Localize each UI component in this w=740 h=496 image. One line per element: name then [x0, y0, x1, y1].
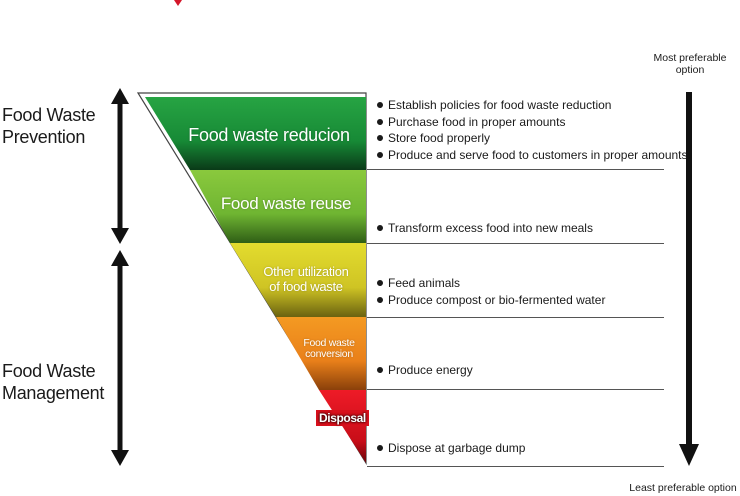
hierarchy-triangle: [136, 92, 367, 466]
most-preferable-label: Most preferable option: [653, 52, 727, 76]
action-item: Transform excess food into new meals: [377, 220, 593, 237]
tier-disposal-label: Disposal: [316, 410, 369, 426]
scope-arrows: [111, 88, 129, 466]
action-item: Establish policies for food waste reduct…: [377, 97, 688, 114]
prevention-double-arrow: [111, 88, 129, 244]
tier-conversion-band: [276, 317, 366, 390]
tier-reduction-band: [145, 97, 366, 170]
action-item: Store food properly: [377, 130, 688, 147]
action-item: Feed animals: [377, 275, 605, 292]
marker-triangle: [174, 0, 182, 6]
tier-disposal-actions: Dispose at garbage dump: [377, 440, 525, 457]
action-item: Produce compost or bio-fermented water: [377, 292, 605, 309]
divider-5: [367, 466, 664, 467]
action-item: Purchase food in proper amounts: [377, 114, 688, 131]
divider-3: [367, 317, 664, 318]
action-item: Dispose at garbage dump: [377, 440, 525, 457]
divider-4: [367, 389, 664, 390]
action-item: Produce and serve food to customers in p…: [377, 147, 688, 164]
tier-utilization-label: Other utilization of food waste: [263, 264, 349, 294]
divider-1: [367, 169, 664, 170]
tier-reduction-label: Food waste reducion: [188, 125, 350, 145]
tier-reduction-actions: Establish policies for food waste reduct…: [377, 97, 688, 163]
preference-arrow: [679, 92, 699, 466]
management-label: Food Waste Management: [2, 361, 105, 403]
tier-reuse-band: [190, 170, 366, 243]
prevention-label: Food Waste Prevention: [2, 105, 96, 147]
action-item: Produce energy: [377, 362, 473, 379]
tier-utilization-actions: Feed animals Produce compost or bio-ferm…: [377, 275, 605, 308]
management-double-arrow: [111, 250, 129, 466]
tier-conversion-actions: Produce energy: [377, 362, 473, 379]
divider-2: [367, 243, 664, 244]
least-preferable-label: Least preferable option: [629, 482, 737, 494]
tier-utilization-band: [230, 243, 366, 317]
tier-conversion-label: Food waste conversion: [303, 337, 355, 360]
tier-disposal-band: [319, 390, 366, 463]
tier-reuse-label: Food waste reuse: [220, 194, 352, 213]
tier-reuse-actions: Transform excess food into new meals: [377, 220, 593, 237]
